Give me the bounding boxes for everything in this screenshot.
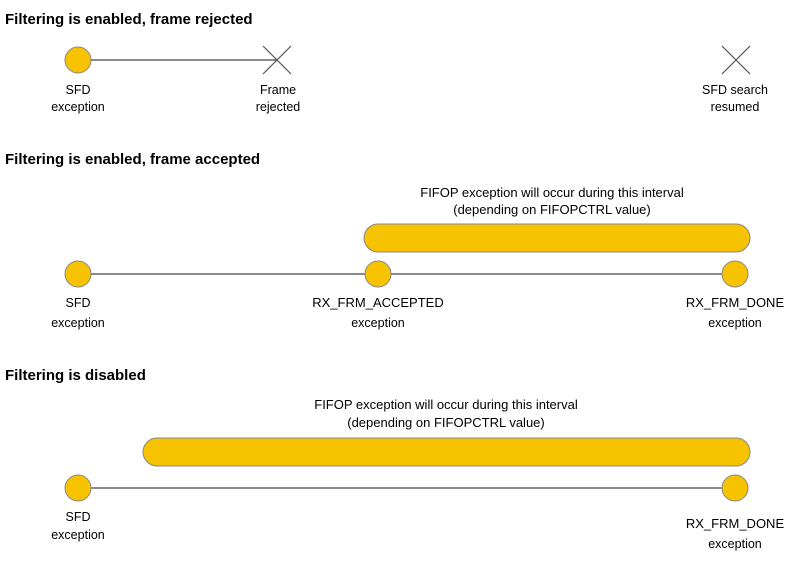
event-label-line1: SFD xyxy=(66,296,91,310)
event-label-line2: rejected xyxy=(256,100,301,114)
interval-note-line1: FIFOP exception will occur during this i… xyxy=(314,397,578,412)
frame-rejected-cross-marker xyxy=(262,45,292,75)
section-title: Filtering is enabled, frame rejected xyxy=(5,11,253,28)
rx-frm-done-marker xyxy=(721,474,749,502)
section-frame-accepted: Filtering is enabled, frame accepted FIF… xyxy=(5,151,784,330)
section-filtering-disabled: Filtering is disabled FIFOP exception wi… xyxy=(5,367,784,551)
event-label-line2: exception xyxy=(351,316,405,330)
event-label-line2: exception xyxy=(51,100,105,114)
sfd-exception-marker xyxy=(64,260,92,288)
interval-note-line2: (depending on FIFOPCTRL value) xyxy=(347,415,545,430)
event-label-line1: RX_FRM_DONE xyxy=(686,295,785,310)
section-title: Filtering is enabled, frame accepted xyxy=(5,151,260,168)
interval-note-line2: (depending on FIFOPCTRL value) xyxy=(453,202,651,217)
sfd-exception-marker xyxy=(64,46,92,74)
event-label-line1: Frame xyxy=(260,83,296,97)
event-label-line1: SFD search xyxy=(702,83,768,97)
event-label-line1: RX_FRM_ACCEPTED xyxy=(312,295,443,310)
event-label-line1: RX_FRM_DONE xyxy=(686,516,785,531)
event-label-line2: exception xyxy=(708,537,762,551)
event-label-line1: SFD xyxy=(66,510,91,524)
event-label-line2: exception xyxy=(51,316,105,330)
interval-note-line1: FIFOP exception will occur during this i… xyxy=(420,185,684,200)
rx-frm-accepted-marker xyxy=(364,260,392,288)
rx-frm-done-marker xyxy=(721,260,749,288)
sfd-search-resumed-cross-marker xyxy=(721,45,751,75)
event-label-line2: resumed xyxy=(711,100,760,114)
event-label-line2: exception xyxy=(51,528,105,542)
section-frame-rejected: Filtering is enabled, frame rejected SFD… xyxy=(5,11,768,114)
fifop-interval-bar xyxy=(363,223,751,253)
section-title: Filtering is disabled xyxy=(5,367,146,384)
sfd-exception-marker xyxy=(64,474,92,502)
event-label-line1: SFD xyxy=(66,83,91,97)
fifop-interval-bar xyxy=(142,437,751,467)
event-label-line2: exception xyxy=(708,316,762,330)
